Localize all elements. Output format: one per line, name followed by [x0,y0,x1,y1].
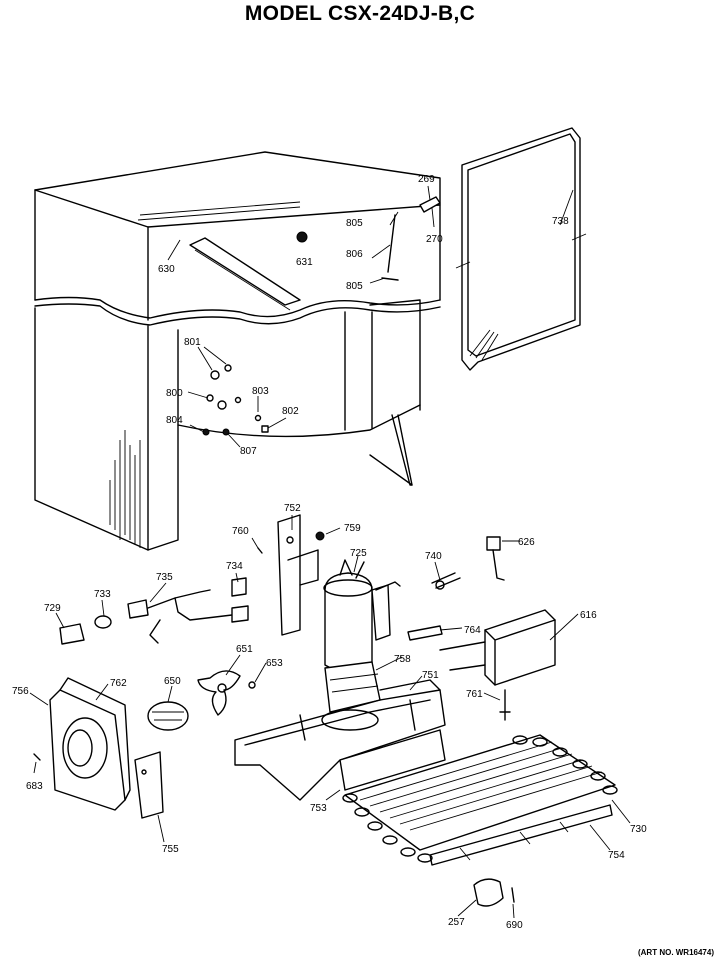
part-label-800: 800 [166,388,183,399]
part-label-802: 802 [282,406,299,417]
part-label-807: 807 [240,446,257,457]
control-box-illustration [439,609,556,686]
compressor-illustration [323,559,401,674]
part-label-733: 733 [94,589,111,600]
compressor-bracket-illustration [257,514,325,636]
door-gasket-illustration [455,127,587,371]
part-label-754: 754 [608,850,625,861]
part-label-804: 804 [166,415,183,426]
part-label-738: 738 [552,216,569,227]
leader-lines [29,185,631,919]
part-label-753: 753 [310,803,327,814]
part-label-650: 650 [164,676,181,687]
part-label-740: 740 [425,551,442,562]
base-pan-illustration [234,661,446,801]
part-label-630: 630 [158,264,175,275]
part-label-752: 752 [284,503,301,514]
part-label-805: 805 [346,281,363,292]
part-label-806: 806 [346,249,363,260]
part-label-690: 690 [506,920,523,931]
part-label-269: 269 [418,174,435,185]
part-label-758: 758 [394,654,411,665]
part-label-764: 764 [464,625,481,636]
part-label-257: 257 [448,917,465,928]
part-label-725: 725 [350,548,367,559]
part-label-734: 734 [226,561,243,572]
small-parts-illustration [33,536,515,907]
part-label-730: 730 [630,824,647,835]
part-label-683: 683 [26,781,43,792]
part-label-751: 751 [422,670,439,681]
part-label-755: 755 [162,844,179,855]
part-label-729: 729 [44,603,61,614]
part-label-631: 631 [296,257,313,268]
part-label-616: 616 [580,610,597,621]
part-label-756: 756 [12,686,29,697]
part-label-761: 761 [466,689,483,700]
part-label-653: 653 [266,658,283,669]
art-number: (ART NO. WR16474) [637,948,714,957]
part-labels: 269 270 738 805 806 805 630 631 801 800 803 802 804 8… [12,174,647,931]
part-label-805: 805 [346,218,363,229]
part-label-735: 735 [156,572,173,583]
part-label-651: 651 [236,644,253,655]
part-label-270: 270 [426,234,443,245]
part-label-760: 760 [232,526,249,537]
part-label-801: 801 [184,337,201,348]
part-label-803: 803 [252,386,269,397]
condenser-coil-illustration [342,734,618,866]
part-label-626: 626 [518,537,535,548]
part-label-759: 759 [344,523,361,534]
part-label-762: 762 [110,678,127,689]
diagram-title: MODEL CSX-24DJ-B,C [244,2,476,25]
cabinet-illustration [34,151,441,551]
